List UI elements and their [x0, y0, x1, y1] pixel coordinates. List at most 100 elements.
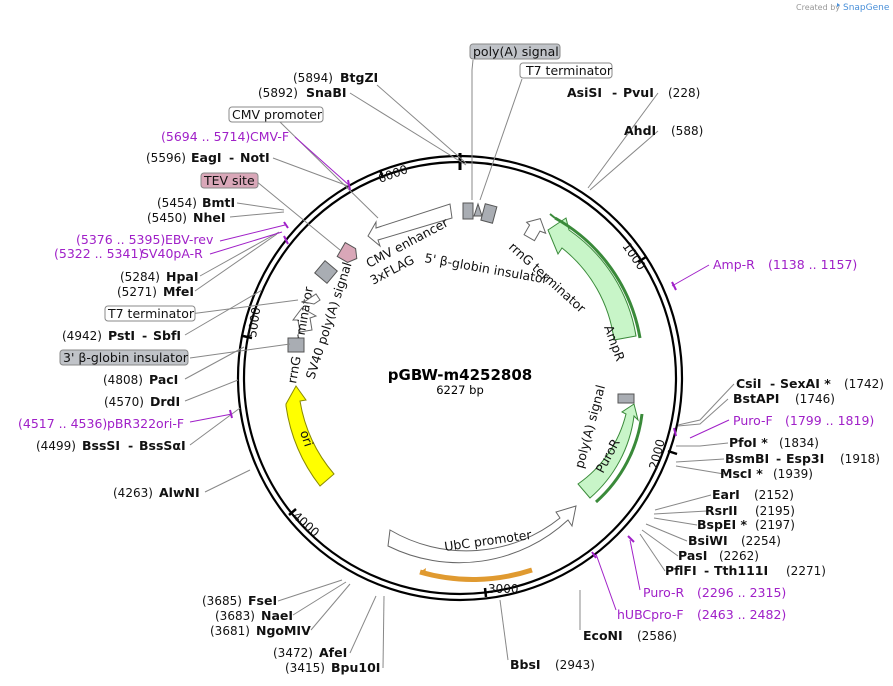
svg-text:(5894): (5894) — [293, 71, 333, 85]
site-bbsi[interactable]: BbsI (2943) — [510, 657, 595, 672]
feature-ampr[interactable] — [547, 217, 637, 341]
primer-hubcpro-f[interactable]: hUBCpro-F (2463 .. 2482) — [617, 607, 786, 622]
primer-puro-f-arc — [595, 413, 644, 504]
feature-rrng-terminator-top[interactable] — [521, 214, 551, 244]
svg-text:(2152): (2152) — [754, 488, 794, 502]
feature-tev-marker[interactable] — [336, 241, 361, 266]
primer-cmv-f[interactable]: (5694 .. 5714) CMV-F — [161, 129, 289, 144]
svg-text:Puro-F: Puro-F — [733, 413, 773, 428]
svg-text:BspEI *: BspEI * — [697, 517, 747, 532]
svg-text:-: - — [770, 376, 775, 391]
svg-text:(2195): (2195) — [755, 504, 795, 518]
svg-text:CMV promoter: CMV promoter — [232, 107, 323, 122]
site-pfoi[interactable]: PfoI * (1834) — [729, 435, 819, 450]
svg-text:-: - — [229, 150, 234, 165]
svg-text:(4517 .. 4536): (4517 .. 4536) — [18, 416, 107, 431]
feature-cmv-enhancer[interactable] — [367, 203, 453, 248]
svg-text:HpaI: HpaI — [166, 269, 199, 284]
boxed-label-t7-terminator-left[interactable]: T7 terminator — [104, 305, 196, 322]
svg-text:-: - — [776, 451, 781, 466]
tick-label-4000: 4000 — [290, 509, 322, 540]
site-pflfi-tth111i[interactable]: PflFI - Tth111I (2271) — [665, 563, 826, 578]
svg-text:AlwNI: AlwNI — [159, 485, 200, 500]
feature-globin3-box[interactable] — [287, 337, 305, 353]
primer-pbr322ori-f[interactable]: (4517 .. 4536) pBR322ori-F — [18, 416, 184, 431]
svg-text:Esp3I: Esp3I — [786, 451, 824, 466]
site-bsiwi[interactable]: BsiWI (2254) — [688, 533, 781, 548]
feature-polya-right[interactable] — [617, 393, 635, 404]
site-ahdi[interactable]: AhdI (588) — [624, 123, 703, 138]
svg-text:EarI: EarI — [712, 487, 740, 502]
site-nhei[interactable]: (5450) NheI — [147, 210, 226, 225]
svg-text:MfeI: MfeI — [163, 284, 194, 299]
feature-flag-box[interactable] — [314, 260, 338, 284]
site-bpu10i[interactable]: (3415) Bpu10I — [285, 660, 380, 675]
svg-text:-: - — [704, 563, 709, 578]
site-bstapi[interactable]: BstAPI (1746) — [733, 391, 835, 406]
svg-text:(4263): (4263) — [113, 486, 153, 500]
plasmid-name: pGBW-m4252808 — [388, 366, 532, 384]
site-bsmbi-esp3i[interactable]: BsmBI - Esp3I (1918) — [725, 451, 880, 466]
feature-ori[interactable] — [285, 385, 335, 487]
site-pasi[interactable]: PasI (2262) — [678, 548, 759, 563]
site-asisi-pvui[interactable]: AsiSI - PvuI (228) — [567, 85, 700, 100]
svg-text:(1742): (1742) — [844, 377, 884, 391]
svg-text:Puro-R: Puro-R — [643, 585, 684, 600]
svg-text:-: - — [128, 438, 133, 453]
site-bmti[interactable]: (5454) BmtI — [157, 195, 235, 210]
feature-puror[interactable] — [577, 403, 639, 499]
feature-ubc-promoter[interactable] — [387, 505, 577, 564]
svg-text:SexAI *: SexAI * — [780, 376, 831, 391]
svg-text:(4570): (4570) — [104, 395, 144, 409]
site-econi[interactable]: EcoNI (2586) — [583, 628, 677, 643]
site-csii-sexai[interactable]: CsiI - SexAI * (1742) — [736, 376, 884, 391]
site-eagi-noti[interactable]: (5596) EagI - NotI — [146, 150, 270, 165]
primer-amp-r[interactable]: Amp-R (1138 .. 1157) — [713, 257, 857, 272]
site-psti-sbfi[interactable]: (4942) PstI - SbfI — [62, 328, 181, 343]
site-bspei[interactable]: BspEI * (2197) — [697, 517, 795, 532]
boxed-label-t7-terminator-top[interactable]: T7 terminator — [519, 62, 613, 79]
boxed-label-3-globin-insulator[interactable]: 3' β-globin insulator — [59, 349, 189, 366]
svg-text:NaeI: NaeI — [261, 608, 293, 623]
svg-text:PacI: PacI — [149, 372, 178, 387]
svg-text:(2463 .. 2482): (2463 .. 2482) — [697, 607, 786, 622]
svg-text:(2197): (2197) — [755, 518, 795, 532]
site-afei[interactable]: (3472) AfeI — [273, 645, 347, 660]
boxed-label-polya-signal[interactable]: poly(A) signal — [469, 43, 561, 60]
tick-label-1000: 1000 — [620, 240, 649, 273]
primer-ebv-rev[interactable]: (5376 .. 5395) EBV-rev — [76, 232, 214, 247]
site-mfei[interactable]: (5271) MfeI — [117, 284, 194, 299]
svg-text:Tth111I: Tth111I — [714, 563, 768, 578]
credit-text: Created by — [796, 3, 840, 12]
feature-sv40-polya[interactable] — [302, 293, 321, 305]
boxed-label-cmv-promoter[interactable]: CMV promoter — [228, 106, 324, 123]
site-hpai[interactable]: (5284) HpaI — [120, 269, 199, 284]
site-fsei[interactable]: (3685) FseI — [202, 593, 277, 608]
site-rsrii[interactable]: RsrII (2195) — [705, 503, 795, 518]
site-drdi[interactable]: (4570) DrdI — [104, 394, 180, 409]
primer-puro-f[interactable]: Puro-F (1799 .. 1819) — [733, 413, 874, 428]
svg-text:-: - — [612, 85, 617, 100]
site-msci[interactable]: MscI * (1939) — [720, 466, 813, 481]
svg-text:(5454): (5454) — [157, 196, 197, 210]
site-snabi[interactable]: (5892) SnaBI — [258, 85, 347, 100]
svg-text:(1746): (1746) — [795, 392, 835, 406]
site-naei[interactable]: (3683) NaeI — [215, 608, 293, 623]
boxed-label-tev-site[interactable]: TEV site — [200, 172, 259, 189]
site-btgzi[interactable]: (5894) BtgZI — [293, 70, 378, 85]
site-eari[interactable]: EarI (2152) — [712, 487, 794, 502]
svg-text:(5271): (5271) — [117, 285, 157, 299]
site-alwni[interactable]: (4263) AlwNI — [113, 485, 200, 500]
site-ngomiv[interactable]: (3681) NgoMIV — [210, 623, 311, 638]
site-bsssi-bsssai[interactable]: (4499) BssSI - BssSαI — [36, 438, 186, 453]
svg-text:BssSI: BssSI — [82, 438, 120, 453]
primer-sv40pa-r[interactable]: (5322 .. 5341) SV40pA-R — [54, 246, 203, 261]
site-paci[interactable]: (4808) PacI — [103, 372, 178, 387]
svg-text:AsiSI: AsiSI — [567, 85, 602, 100]
svg-text:(2262): (2262) — [719, 549, 759, 563]
ticks — [242, 169, 678, 598]
primer-puro-r[interactable]: Puro-R (2296 .. 2315) — [643, 585, 786, 600]
feature-rrng-terminator-left[interactable] — [292, 307, 318, 333]
svg-text:(5450): (5450) — [147, 211, 187, 225]
feature-globin5-box[interactable] — [462, 202, 498, 224]
